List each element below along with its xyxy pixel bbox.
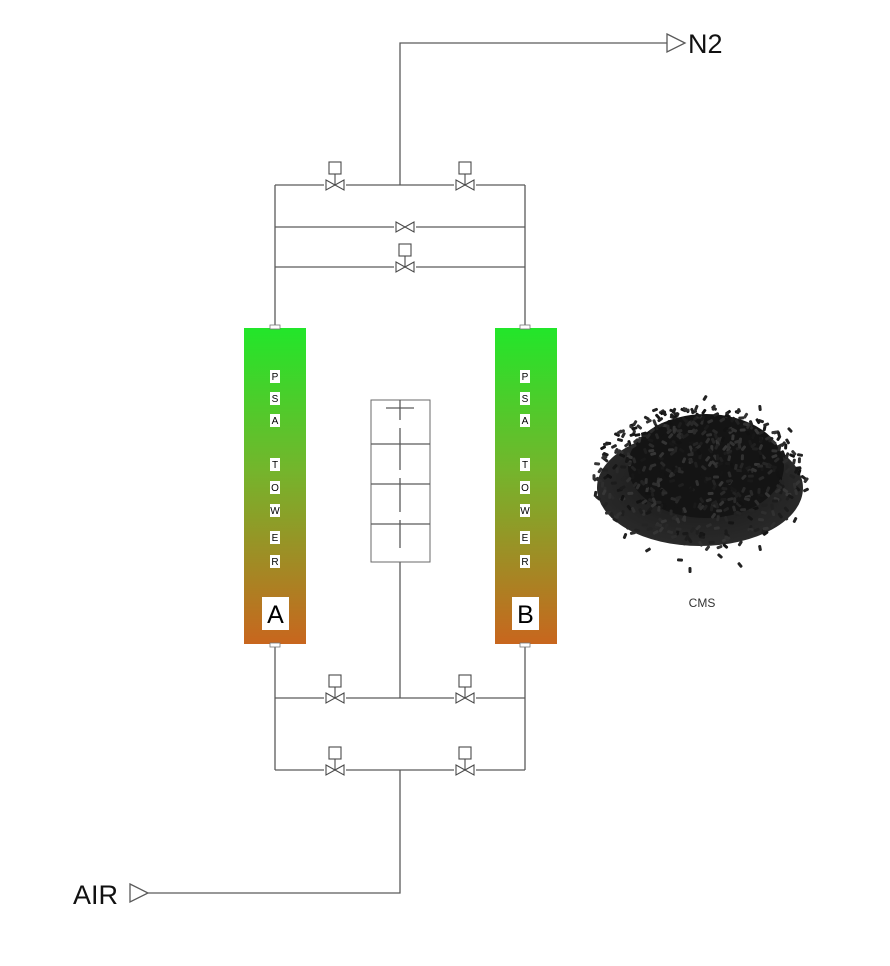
valve-icon (454, 746, 476, 776)
air-inlet-line (148, 770, 401, 894)
tower-letter: T (272, 460, 278, 471)
tower-letter: P (522, 372, 529, 383)
valve-icon (324, 746, 346, 776)
tower-letter: R (521, 557, 528, 568)
tower-letter: P (272, 372, 279, 383)
tower-b: PSA T O W E R B (495, 324, 557, 648)
silencer (370, 399, 431, 563)
tower-letter: E (522, 533, 529, 544)
tower-letter: E (272, 533, 279, 544)
air-arrow-icon (129, 882, 150, 904)
valves (324, 161, 476, 776)
n2-label: N2 (688, 29, 723, 59)
tower-b-label: B (517, 601, 534, 629)
tower-letter: A (522, 416, 529, 427)
valve-icon (454, 674, 476, 704)
tower-letter: O (521, 483, 529, 494)
valve-icon (324, 674, 346, 704)
tower-b-letters: PSA T O W E R (520, 370, 530, 568)
tower-letter: W (270, 506, 280, 517)
tower-letter: W (520, 506, 530, 517)
valve-icon (394, 221, 416, 233)
n2-outlet-line (399, 42, 667, 185)
valve-icon (394, 243, 416, 273)
valve-icon (324, 161, 346, 191)
piping (148, 42, 667, 894)
tower-letter: O (271, 483, 279, 494)
tower-letter: A (272, 416, 279, 427)
tower-letter: S (522, 394, 529, 405)
tower-letter: T (522, 460, 528, 471)
tower-letter: R (271, 557, 278, 568)
cms-pellets-image (592, 395, 809, 574)
cms-label: CMS (689, 596, 716, 610)
n2-arrow-icon (666, 32, 687, 54)
valve-icon (454, 161, 476, 191)
air-label: AIR (73, 880, 118, 910)
tower-letter: S (272, 394, 279, 405)
tower-a-letters: PSA T O W E R (270, 370, 280, 568)
tower-a-label: A (267, 601, 284, 629)
